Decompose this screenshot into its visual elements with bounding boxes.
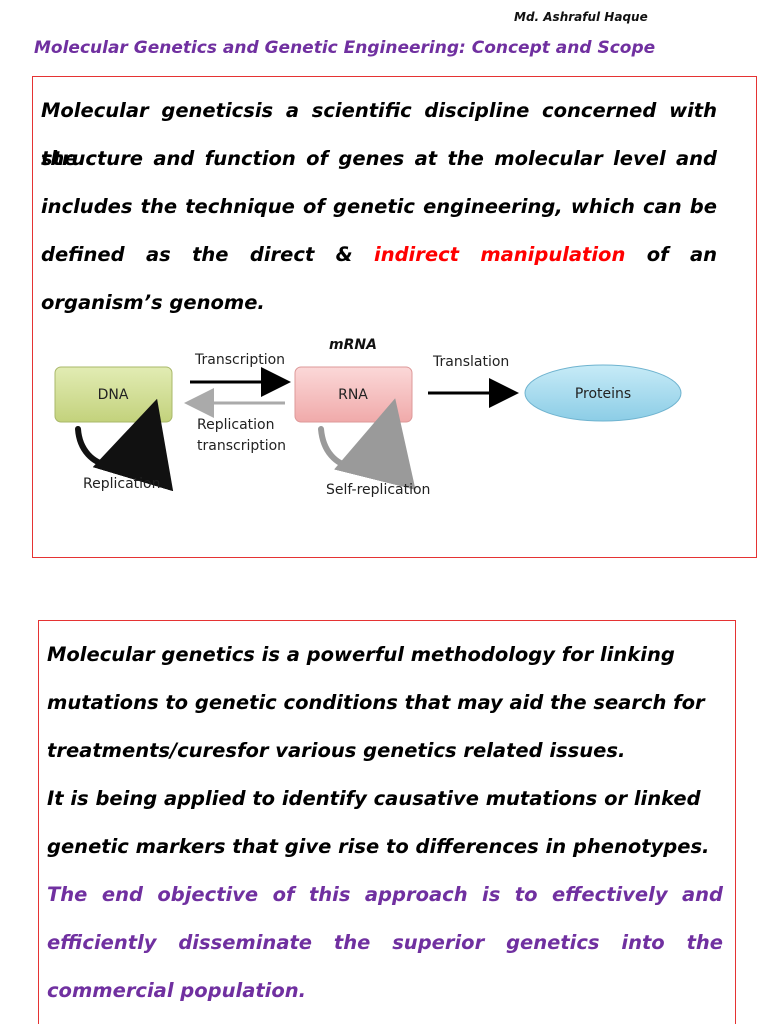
highlighted-phrase: indirect manipulation: [374, 243, 626, 266]
paragraph-line: Molecular geneticsis a scientific discip…: [41, 99, 717, 170]
paragraph-line: genetic markers that give rise to differ…: [47, 835, 710, 858]
page-title: Molecular Genetics and Genetic Engineeri…: [34, 38, 656, 58]
dna-label: DNA: [98, 387, 129, 403]
self-replication-label: Self-replication: [326, 482, 430, 498]
definition-paragraph: Molecular geneticsis a scientific discip…: [41, 87, 717, 327]
paragraph-line: defined as the direct & indirect manipul…: [41, 231, 717, 279]
author-name: Md. Ashraful Haque: [514, 10, 648, 24]
rna-label: RNA: [338, 387, 368, 403]
translation-label: Translation: [432, 354, 509, 370]
self-replication-curve-arrow: [318, 398, 416, 490]
replication-label: Replication: [83, 476, 160, 492]
replication-transcription-label-2: transcription: [197, 438, 286, 454]
paragraph-line: Molecular genetics is a powerful methodo…: [47, 643, 675, 666]
objective-line: commercial population.: [47, 979, 307, 1002]
dna-box: DNA: [54, 366, 173, 423]
replication-curve-arrow: [75, 398, 174, 492]
proteins-label: Proteins: [575, 386, 631, 402]
application-paragraph: Molecular genetics is a powerful methodo…: [47, 631, 723, 1015]
definition-box: Molecular geneticsis a scientific discip…: [32, 76, 757, 558]
line-start: defined as the direct &: [41, 243, 353, 266]
paragraph-line: treatments/curesfor various genetics rel…: [47, 739, 626, 762]
central-dogma-diagram: mRNA DNA RNA Proteins Transcription Repl…: [54, 337, 682, 498]
proteins-ellipse: Proteins: [524, 364, 682, 422]
transcription-label: Transcription: [194, 352, 285, 368]
paragraph-line: organism’s genome.: [41, 291, 265, 314]
line-end: of an: [646, 243, 717, 266]
mrna-label: mRNA: [329, 337, 377, 353]
objective-line: efficiently disseminate the superior gen…: [47, 931, 723, 954]
paragraph-line: structure and function of genes at the m…: [41, 147, 717, 170]
application-box: Molecular genetics is a powerful methodo…: [38, 620, 736, 1024]
rna-box: RNA: [294, 366, 413, 423]
paragraph-line: mutations to genetic conditions that may…: [47, 691, 705, 714]
paragraph-line: It is being applied to identify causativ…: [47, 787, 701, 810]
paragraph-line: includes the technique of genetic engine…: [41, 195, 717, 218]
objective-line: The end objective of this approach is to…: [47, 883, 723, 906]
replication-transcription-label-1: Replication: [197, 417, 274, 433]
